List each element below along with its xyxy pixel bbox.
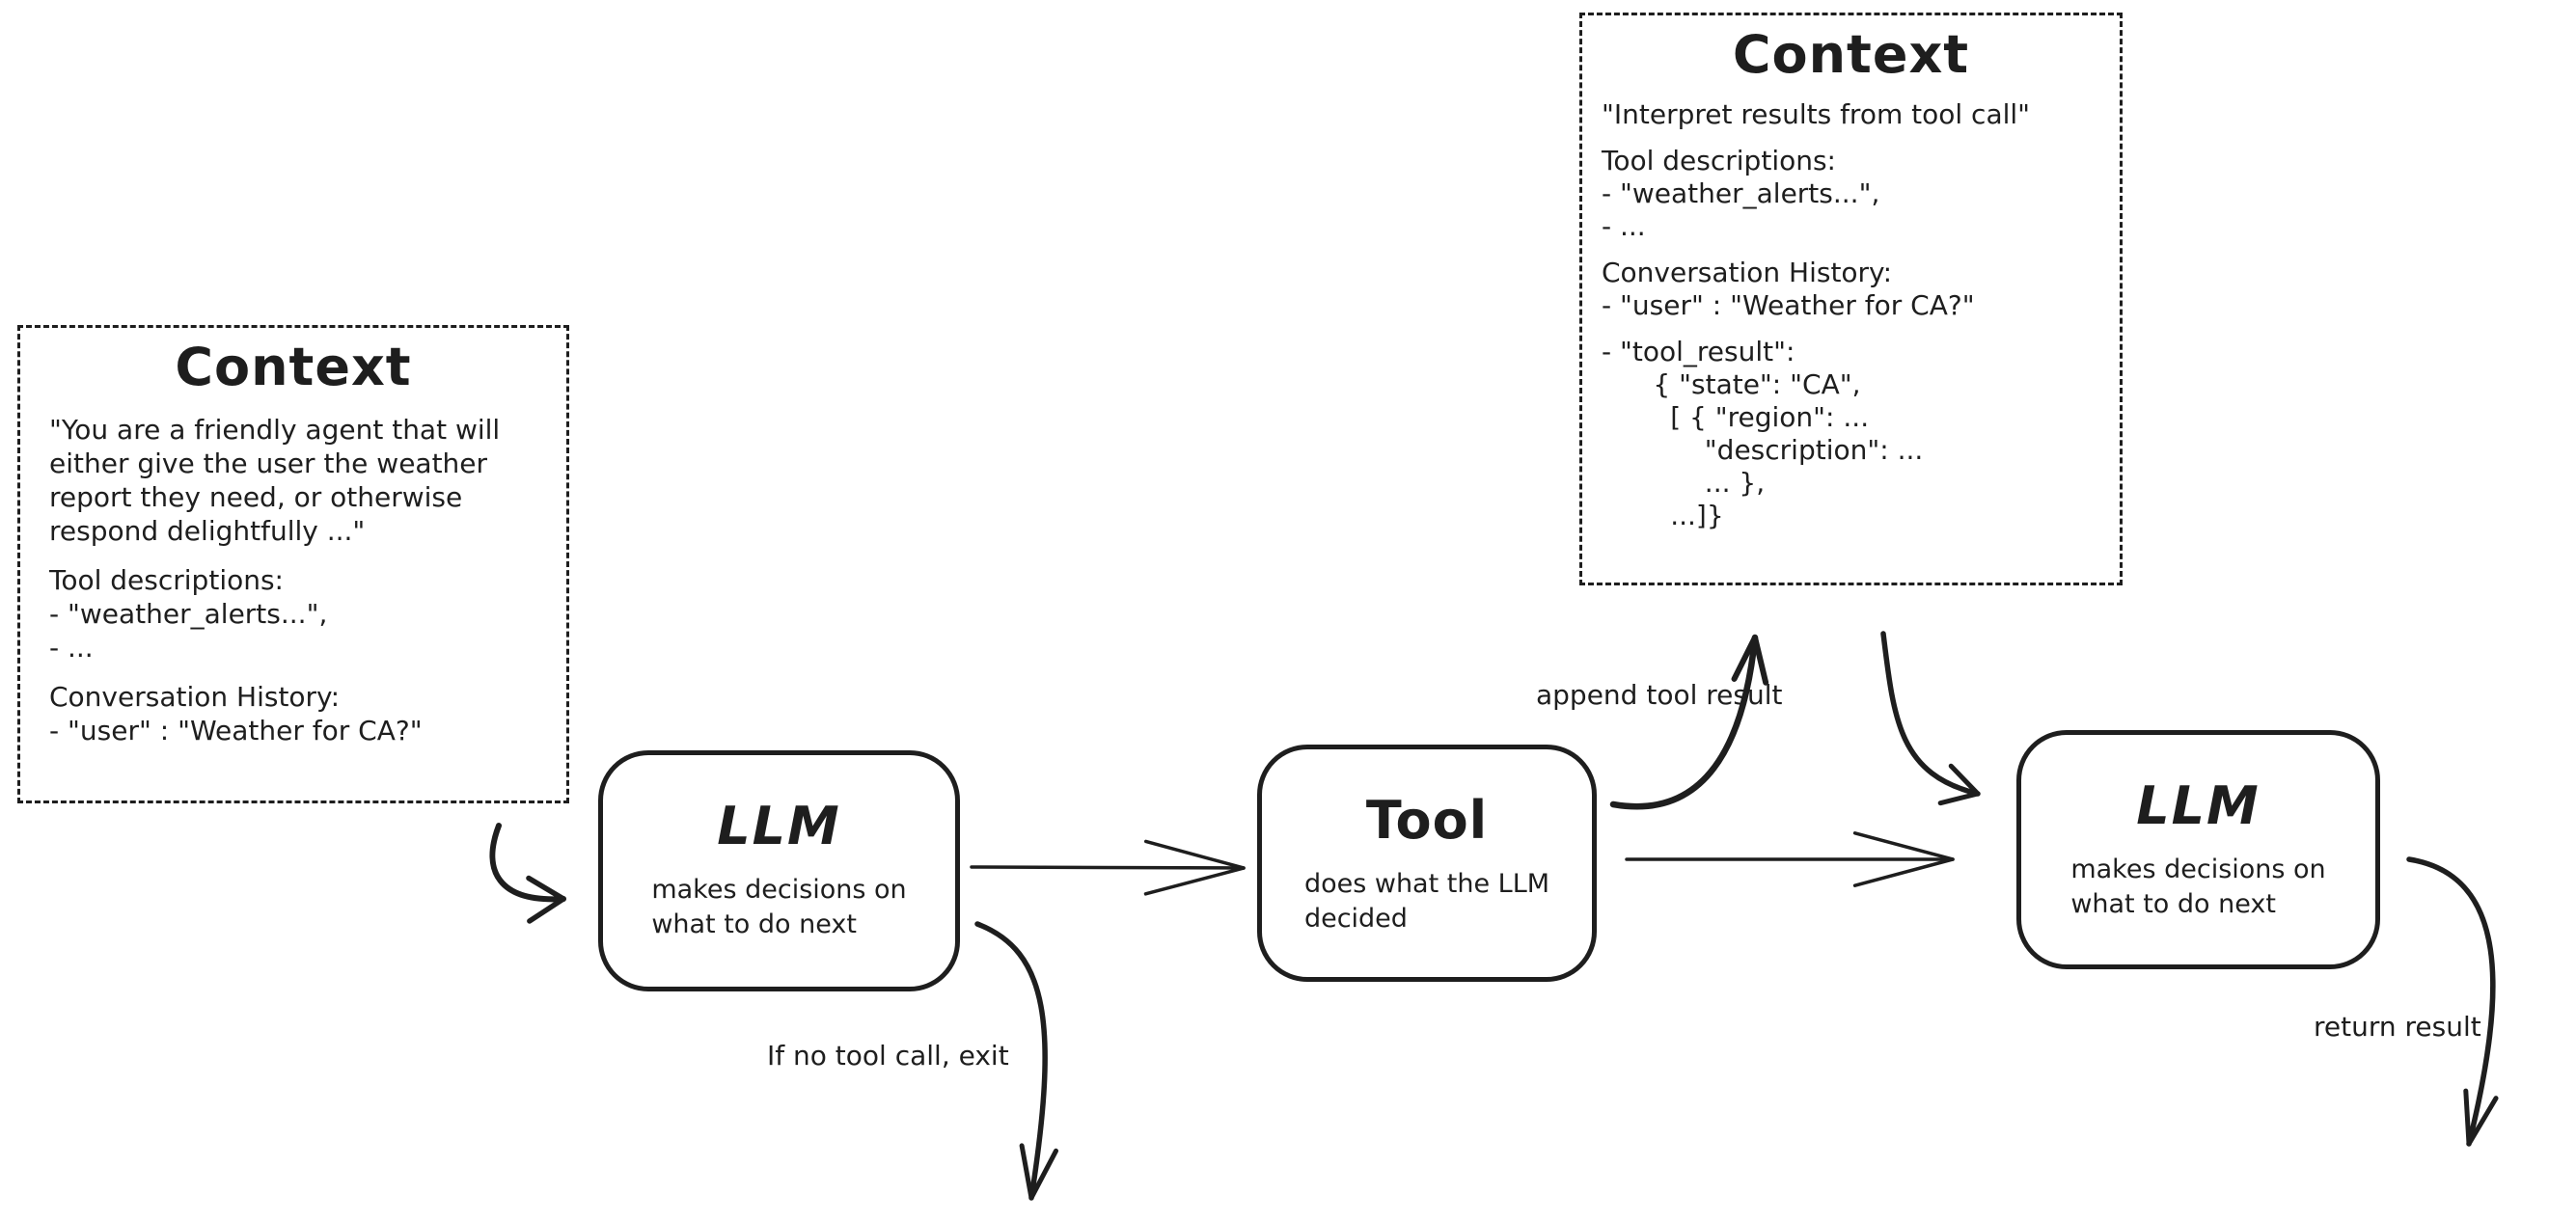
- context-line: - "weather_alerts...",: [49, 598, 328, 630]
- arrow-tool-to-llm-second-head: [1852, 831, 1955, 861]
- llm-node-title: LLM: [717, 796, 841, 856]
- arrow-tool-to-llm-second-head: [1852, 857, 1955, 887]
- context-line: - "user" : "Weather for CA?": [1602, 289, 1975, 321]
- return-result-label: return result: [2314, 1011, 2481, 1043]
- arrow-tool-to-context-top-head: [1752, 635, 1769, 686]
- interpret-results-paragraph: "Interpret results from tool call": [1602, 98, 2100, 131]
- arrow-llm-first-exit-head: [1028, 1148, 1059, 1201]
- context-line: - ...: [49, 632, 94, 664]
- context-line: "description": ...: [1602, 434, 1924, 466]
- if-no-tool-call-exit-label: If no tool call, exit: [767, 1040, 1009, 1072]
- context-line: Tool descriptions:: [1602, 145, 1836, 176]
- arrow-llm-first-exit-head: [1019, 1143, 1034, 1201]
- llm-node-subtitle: makes decisions on what to do next: [2070, 855, 2326, 919]
- arrow-llm-second-return-head: [2466, 1096, 2499, 1147]
- context-line: Conversation History:: [1602, 257, 1893, 288]
- tool-node-title: Tool: [1365, 790, 1489, 851]
- arrow-tool-to-context-top-head: [1731, 635, 1758, 682]
- context-top-title: Context: [1732, 24, 1970, 85]
- context-line: respond delightfully ...": [49, 515, 366, 547]
- tool-result-paragraph: - "tool_result": { "state": "CA", [ { "r…: [1602, 336, 2100, 532]
- tool-descriptions-paragraph: Tool descriptions: - "weather_alerts..."…: [1602, 145, 2100, 243]
- append-tool-result-label: append tool result: [1536, 679, 1783, 711]
- arrow-tool-to-context-top-shaft: [1609, 634, 1759, 810]
- context-line: - ...: [1602, 210, 1646, 242]
- conversation-history-paragraph: Conversation History: - "user" : "Weathe…: [1602, 257, 2100, 322]
- conversation-history-paragraph: Conversation History: - "user" : "Weathe…: [49, 680, 547, 747]
- context-line: ... },: [1602, 467, 1766, 499]
- context-line: Conversation History:: [49, 681, 341, 713]
- context-line: "Interpret results from tool call": [1602, 98, 2031, 130]
- tool-node-subtitle: does what the LLM decided: [1303, 869, 1550, 934]
- tool-node: Tool does what the LLM decided: [1257, 745, 1597, 982]
- tool-descriptions-paragraph: Tool descriptions: - "weather_alerts..."…: [49, 563, 547, 665]
- arrow-llm-second-return-shaft: [2406, 856, 2496, 1147]
- arrow-context-left-to-llm-first-head: [526, 875, 566, 902]
- arrow-llm-second-return-head: [2463, 1088, 2472, 1147]
- arrow-context-top-to-llm-second-shaft: [1880, 631, 1981, 797]
- context-top-body: "Interpret results from tool call" Tool …: [1582, 98, 2120, 532]
- llm-node-subtitle: makes decisions on what to do next: [651, 875, 907, 939]
- arrow-llm-first-to-tool-head: [1143, 866, 1246, 896]
- context-box-top: Context "Interpret results from tool cal…: [1579, 13, 2123, 585]
- context-left-title: Context: [175, 337, 412, 397]
- llm-node-first: LLM makes decisions on what to do next: [598, 750, 960, 991]
- context-line: - "weather_alerts...",: [1602, 177, 1880, 209]
- context-left-body: "You are a friendly agent that will eith…: [20, 413, 566, 747]
- context-line: either give the user the weather: [49, 448, 488, 479]
- context-line: - "user" : "Weather for CA?": [49, 715, 423, 746]
- system-prompt-paragraph: "You are a friendly agent that will eith…: [49, 413, 547, 548]
- arrow-llm-first-to-tool-head: [1143, 839, 1246, 870]
- context-line: Tool descriptions:: [49, 564, 284, 596]
- arrow-llm-first-to-tool-shaft: [970, 865, 1246, 870]
- context-line: "You are a friendly agent that will: [49, 414, 501, 446]
- llm-node-second: LLM makes decisions on what to do next: [2016, 730, 2380, 969]
- context-line: - "tool_result":: [1602, 336, 1795, 367]
- arrow-context-left-to-llm-first-head: [527, 896, 566, 924]
- arrow-context-top-to-llm-second-head: [1937, 791, 1981, 806]
- arrow-context-left-to-llm-first-shaft: [489, 823, 566, 903]
- context-box-left: Context "You are a friendly agent that w…: [17, 325, 569, 803]
- context-line: { "state": "CA",: [1602, 368, 1861, 400]
- context-line: report they need, or otherwise: [49, 481, 463, 513]
- arrow-context-top-to-llm-second-head: [1948, 763, 1981, 797]
- context-line: ...]}: [1602, 500, 1724, 531]
- llm-node-title: LLM: [2136, 775, 2261, 836]
- context-line: [ { "region": ...: [1602, 401, 1870, 433]
